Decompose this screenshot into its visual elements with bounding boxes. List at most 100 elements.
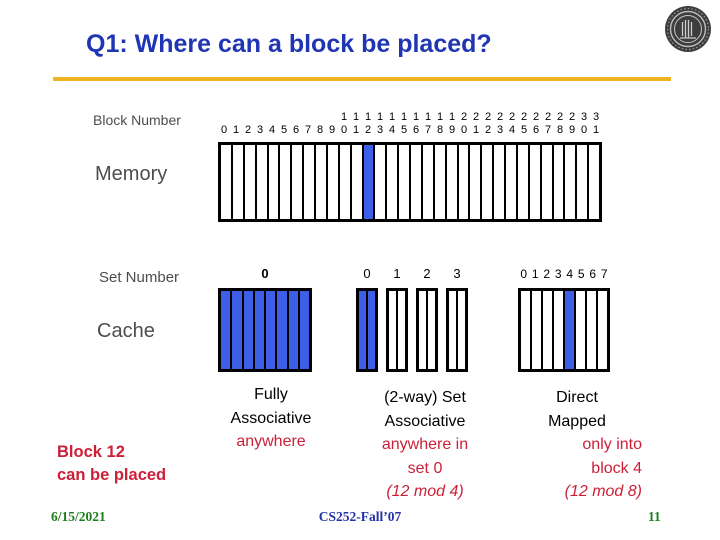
direct-mapped-caption: Direct Mapped only into block 4 (12 mod …: [510, 386, 644, 504]
digit-tens: 2: [460, 111, 468, 123]
set-label: 3: [453, 266, 461, 281]
cache-cell: [541, 291, 552, 369]
cache-cell: [563, 291, 574, 369]
digit-ones: 2: [484, 124, 492, 136]
block-label: 6: [589, 267, 597, 281]
digit-ones: 3: [256, 124, 264, 136]
cache-cell: [456, 291, 465, 369]
digit-tens: 1: [400, 111, 408, 123]
digit-tens: 1: [388, 111, 396, 123]
cache-cell: [419, 291, 426, 369]
memory-cell: [551, 145, 564, 219]
digit-ones: 5: [520, 124, 528, 136]
digit-ones: 3: [496, 124, 504, 136]
block-number-digit: 4: [266, 111, 278, 137]
block-label: 5: [577, 267, 585, 281]
block-number-digit: 5: [278, 111, 290, 137]
digit-tens: 1: [364, 111, 372, 123]
title-underline-rule: [53, 77, 671, 81]
memory-cell: [221, 145, 231, 219]
digit-tens: 2: [496, 111, 504, 123]
cache-cell: [366, 291, 375, 369]
digit-ones: 0: [580, 124, 588, 136]
digit-tens: [326, 111, 338, 124]
fully-associative-caption: Fully Associative anywhere: [212, 383, 330, 454]
memory-cell: [302, 145, 314, 219]
digit-ones: 4: [268, 124, 276, 136]
digit-tens: 1: [340, 111, 348, 123]
memory-cell: [587, 145, 599, 219]
digit-tens: [266, 111, 278, 124]
digit-tens: 1: [376, 111, 384, 123]
memory-cell: [325, 145, 338, 219]
set-number-label: Set Number: [99, 269, 180, 286]
digit-ones: 1: [472, 124, 480, 136]
set-label: 0: [363, 266, 371, 281]
memory-cell: [480, 145, 493, 219]
digit-tens: 1: [436, 111, 444, 123]
digit-tens: 2: [532, 111, 540, 123]
memory-cell: [527, 145, 540, 219]
footer-page-number: 11: [648, 509, 661, 524]
digit-tens: 2: [544, 111, 552, 123]
caption-line: Associative: [384, 412, 466, 430]
cache-cell: [521, 291, 530, 369]
footer-date: 6/15/2021: [51, 509, 106, 524]
digit-ones: 1: [352, 124, 360, 136]
memory-cell: [230, 145, 243, 219]
block-label: 3: [554, 267, 562, 281]
digit-tens: [218, 111, 230, 124]
digit-ones: 7: [304, 124, 312, 136]
digit-tens: 1: [448, 111, 456, 123]
set-label: 1: [393, 266, 401, 281]
digit-tens: 2: [508, 111, 516, 123]
digit-tens: [254, 111, 266, 124]
block-number-digit: 8: [314, 111, 326, 137]
memory-cell: [420, 145, 433, 219]
caption-line: (2-way) Set: [384, 389, 466, 406]
caption-line: (12 mod 4): [386, 483, 464, 500]
cache-cell: [530, 291, 541, 369]
digit-ones: 1: [592, 124, 600, 136]
memory-cell: [242, 145, 255, 219]
digit-tens: [302, 111, 314, 124]
block-label: 4: [566, 267, 574, 281]
digit-tens: 2: [568, 111, 576, 123]
digit-ones: 8: [316, 124, 324, 136]
set-associative-caption: (2-way) Set Associative anywhere in set …: [352, 386, 498, 504]
memory-cell: [397, 145, 409, 219]
cache-set-box: [356, 288, 378, 372]
digit-ones: 5: [400, 124, 408, 136]
cache-cell: [552, 291, 563, 369]
cache-cell: [241, 291, 253, 369]
footer-course-name: CS252-Fall’07: [318, 509, 402, 524]
cache-label: Cache: [97, 320, 155, 342]
memory-cell: [575, 145, 588, 219]
memory-cell: [432, 145, 445, 219]
fully-associative-cache: [218, 288, 312, 372]
direct-mapped-cache: [518, 288, 610, 372]
annotation-line: can be placed: [57, 466, 167, 484]
cache-cell: [286, 291, 298, 369]
digit-ones: 4: [388, 124, 396, 136]
digit-ones: 0: [220, 124, 228, 136]
block-number-digit: 1: [230, 111, 242, 137]
caption-line: anywhere: [236, 433, 306, 450]
digit-ones: 2: [244, 124, 252, 136]
block12-annotation: Block 12 can be placed: [57, 441, 166, 487]
block-label: 7: [600, 267, 608, 281]
memory-array: [218, 142, 602, 222]
block-number-digit: 2: [242, 111, 254, 137]
